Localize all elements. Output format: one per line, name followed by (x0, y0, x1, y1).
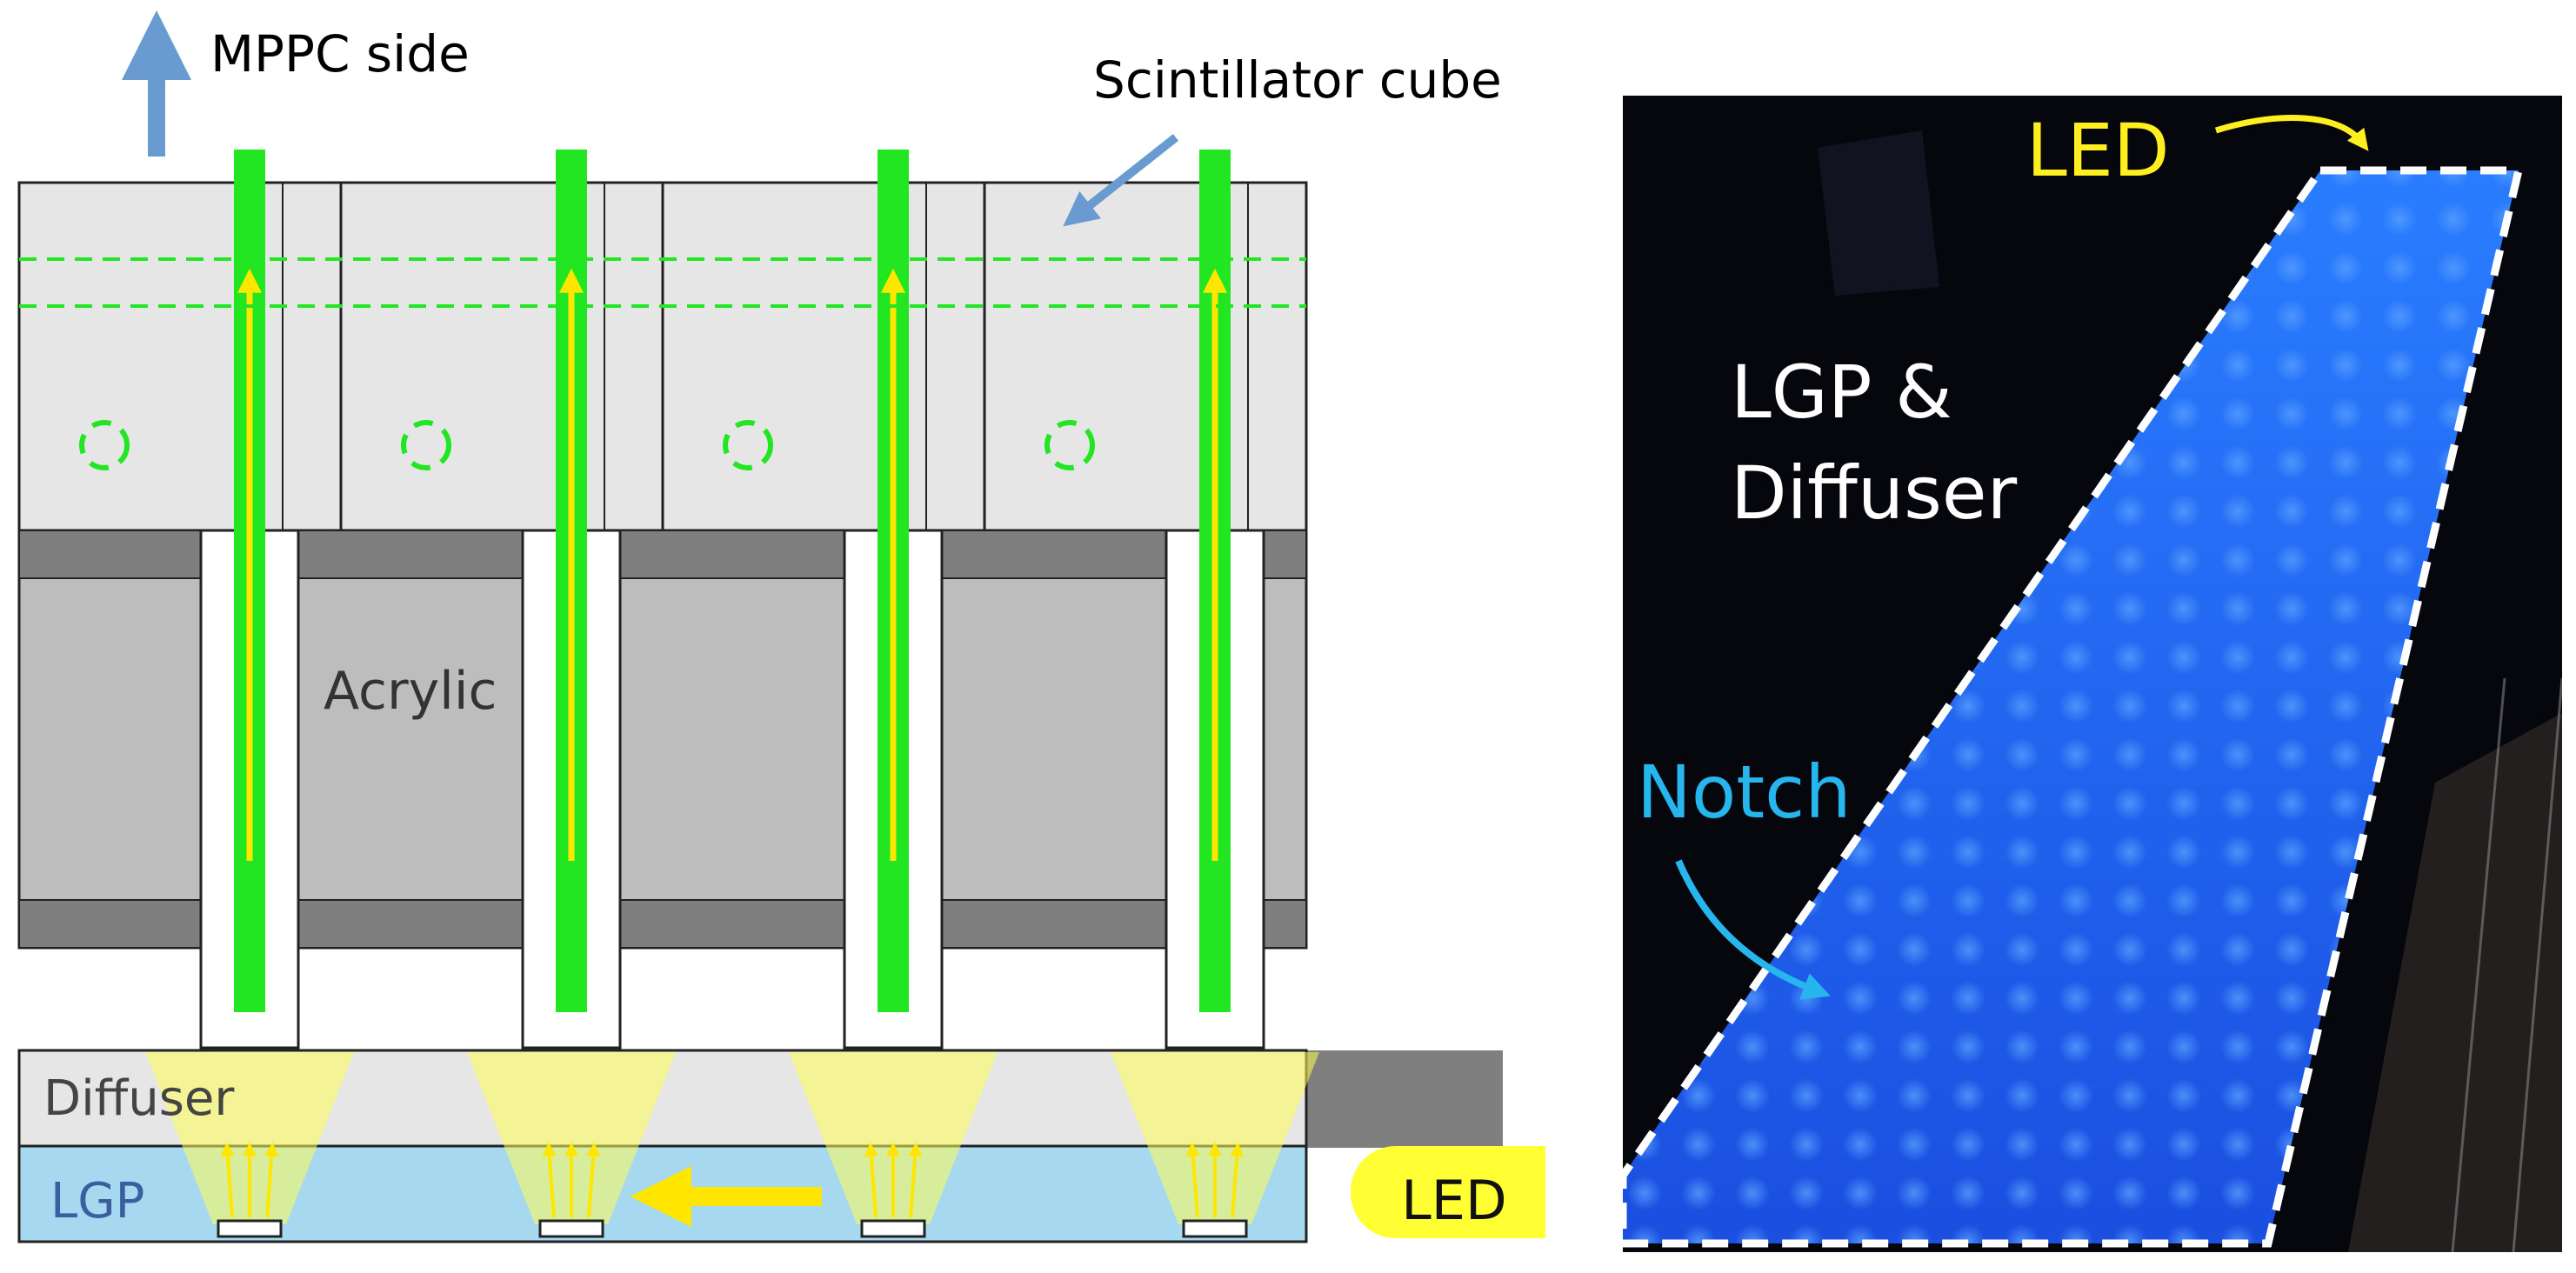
lgp-label: LGP (50, 1173, 144, 1230)
light-cone (145, 1052, 354, 1224)
dark-shadow (1818, 130, 1939, 296)
emission-arrow (864, 1142, 878, 1218)
photo-lgp-diffuser-label-line1: LGP & (1731, 350, 1952, 435)
lgp-dashed-outline (1623, 166, 2524, 1248)
scintillation-marker (79, 420, 130, 470)
photo-lgp-diffuser-label-line2: Diffuser (1731, 450, 2018, 536)
led-chip (1182, 1219, 1248, 1238)
scintillator-pointer-arrow (1063, 134, 1179, 227)
led-pointer-arrow (2214, 115, 2369, 151)
acrylic-label: Acrylic (324, 661, 497, 722)
lgp-dot-pattern (1623, 170, 2519, 1243)
emission-arrow (264, 1142, 279, 1218)
scintillation-marker (401, 420, 451, 470)
notch-pointer-arrow (1675, 859, 1831, 1000)
led-chip (217, 1219, 283, 1238)
mppc-side-label: MPPC side (210, 24, 470, 83)
scintillator-cube-label: Scintillator cube (1093, 50, 1502, 110)
diffuser-label: Diffuser (43, 1070, 235, 1127)
emission-arrow (1230, 1142, 1245, 1218)
scintillation-marker (723, 420, 773, 470)
emission-arrow (1185, 1142, 1200, 1218)
led-label: LED (1401, 1169, 1506, 1232)
schematic-diagram: LED MPPC side Scintillator cube Acrylic … (17, 10, 1545, 1243)
table-reflection (2348, 713, 2562, 1252)
emission-arrow (586, 1142, 601, 1218)
ruler (2451, 677, 2562, 1252)
photo-led-label: LED (2026, 108, 2170, 193)
cube-dividers (339, 183, 986, 530)
cube-elements (79, 150, 1319, 1238)
led-chip (860, 1219, 926, 1238)
photo-notch-label: Notch (1637, 750, 1852, 835)
light-cone (1111, 1052, 1319, 1224)
light-cone (789, 1052, 998, 1224)
photo-panel: LGP & Diffuser Notch LED (1623, 96, 2562, 1252)
led-pill-square (1444, 1146, 1545, 1238)
emission-arrow (220, 1142, 235, 1218)
light-cone (467, 1052, 676, 1224)
led-chip (538, 1219, 604, 1238)
scintillation-marker (1044, 420, 1095, 470)
emission-arrow (542, 1142, 557, 1218)
housing-block (1306, 1050, 1503, 1148)
emission-arrow (908, 1142, 923, 1218)
